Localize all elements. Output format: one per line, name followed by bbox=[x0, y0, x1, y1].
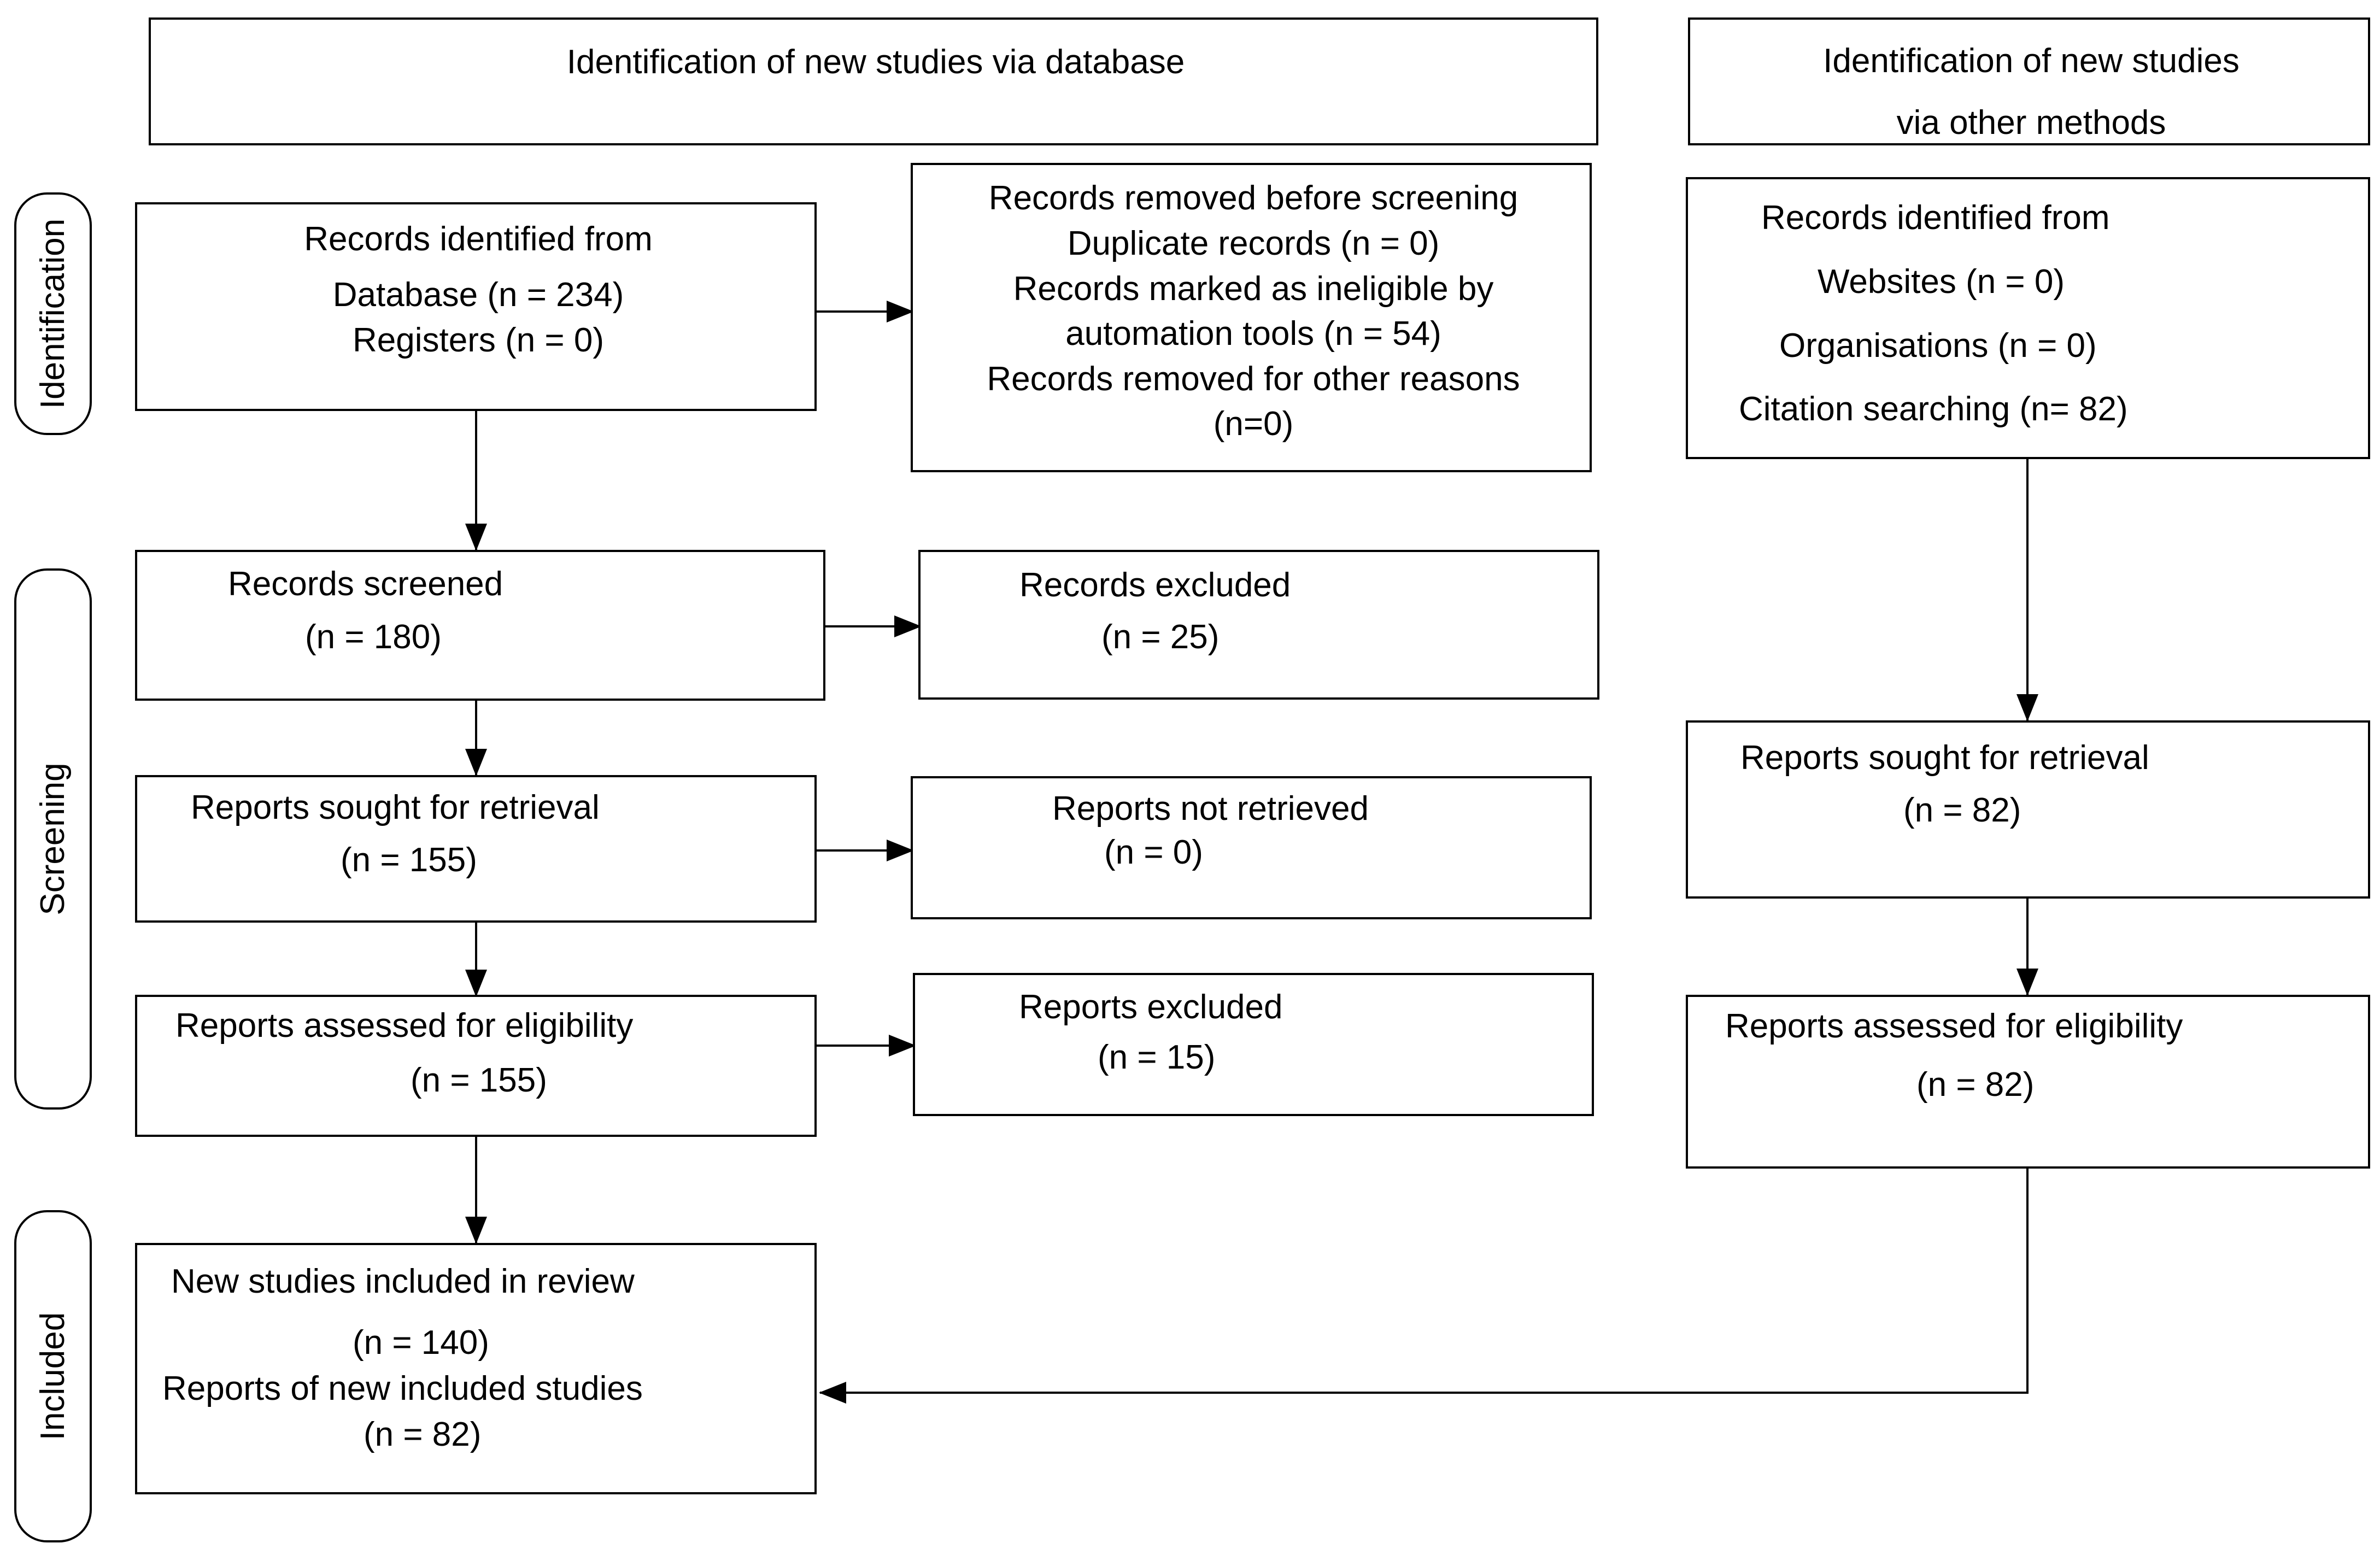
box-reports-sought: Reports sought for retrieval (n = 155) bbox=[135, 775, 817, 923]
box-reports-assessed: Reports assessed for eligibility (n = 15… bbox=[135, 995, 817, 1137]
reports-not-retrieved-title: Reports not retrieved bbox=[1052, 790, 1369, 828]
box-other-reports-assessed: Reports assessed for eligibility (n = 82… bbox=[1686, 995, 2370, 1169]
records-identified-title: Records identified from bbox=[304, 220, 653, 258]
other-identified-organisations: Organisations (n = 0) bbox=[1779, 327, 2097, 365]
phase-included: Included bbox=[14, 1210, 92, 1542]
other-sought-count: (n = 82) bbox=[1903, 791, 2021, 829]
header-other-line2: via other methods bbox=[1896, 104, 2166, 142]
header-database: Identification of new studies via databa… bbox=[149, 17, 1598, 145]
box-records-excluded: Records excluded (n = 25) bbox=[918, 550, 1599, 700]
reports-excluded-title: Reports excluded bbox=[1019, 988, 1283, 1026]
other-identified-title: Records identified from bbox=[1761, 199, 2110, 237]
other-sought-title: Reports sought for retrieval bbox=[1740, 739, 2149, 777]
records-screened-count: (n = 180) bbox=[305, 618, 442, 656]
other-assessed-title: Reports assessed for eligibility bbox=[1725, 1007, 2183, 1045]
box-records-screened: Records screened (n = 180) bbox=[135, 550, 825, 701]
records-excluded-title: Records excluded bbox=[1019, 566, 1291, 604]
phase-identification-label: Identification bbox=[34, 218, 72, 409]
reports-sought-title: Reports sought for retrieval bbox=[191, 789, 600, 826]
other-identified-websites: Websites (n = 0) bbox=[1818, 263, 2065, 301]
reports-included-title: Reports of new included studies bbox=[162, 1370, 643, 1407]
records-screened-title: Records screened bbox=[228, 565, 503, 603]
box-other-reports-sought: Reports sought for retrieval (n = 82) bbox=[1686, 720, 2370, 899]
box-records-removed: Records removed before screening Duplica… bbox=[911, 163, 1592, 472]
header-database-label: Identification of new studies via databa… bbox=[566, 43, 1185, 81]
reports-not-retrieved-count: (n = 0) bbox=[1104, 834, 1203, 871]
reports-sought-count: (n = 155) bbox=[341, 841, 477, 879]
box-records-identified: Records identified from Database (n = 23… bbox=[135, 202, 817, 411]
records-removed-other-count: (n=0) bbox=[1213, 405, 1294, 443]
other-identified-citation: Citation searching (n= 82) bbox=[1739, 390, 2128, 428]
records-removed-ineligible: Records marked as ineligible by bbox=[1013, 270, 1494, 308]
reports-included-count: (n = 82) bbox=[364, 1416, 482, 1453]
records-removed-automation: automation tools (n = 54) bbox=[1065, 315, 1441, 353]
arrow-other-assessed-to-included bbox=[819, 1169, 2029, 1404]
header-other-methods: Identification of new studies via other … bbox=[1688, 17, 2370, 145]
records-removed-duplicates: Duplicate records (n = 0) bbox=[1067, 225, 1440, 262]
reports-assessed-title: Reports assessed for eligibility bbox=[175, 1007, 634, 1045]
box-reports-not-retrieved: Reports not retrieved (n = 0) bbox=[911, 776, 1592, 919]
records-identified-database: Database (n = 234) bbox=[332, 276, 624, 314]
other-assessed-count: (n = 82) bbox=[1916, 1066, 2035, 1104]
records-identified-registers: Registers (n = 0) bbox=[352, 321, 605, 359]
reports-assessed-count: (n = 155) bbox=[411, 1061, 547, 1099]
studies-included-count: (n = 140) bbox=[353, 1324, 489, 1362]
box-studies-included: New studies included in review (n = 140)… bbox=[135, 1243, 817, 1494]
box-reports-excluded: Reports excluded (n = 15) bbox=[913, 973, 1594, 1116]
records-removed-title: Records removed before screening bbox=[988, 179, 1519, 217]
phase-screening: Screening bbox=[14, 568, 92, 1110]
header-other-line1: Identification of new studies bbox=[1823, 42, 2240, 80]
reports-excluded-count: (n = 15) bbox=[1098, 1038, 1216, 1076]
phase-identification: Identification bbox=[14, 192, 92, 435]
phase-included-label: Included bbox=[34, 1312, 72, 1441]
records-excluded-count: (n = 25) bbox=[1101, 618, 1220, 656]
phase-screening-label: Screening bbox=[34, 762, 72, 916]
studies-included-title: New studies included in review bbox=[171, 1263, 635, 1300]
records-removed-other: Records removed for other reasons bbox=[987, 360, 1520, 398]
box-other-records-identified: Records identified from Websites (n = 0)… bbox=[1686, 177, 2370, 459]
